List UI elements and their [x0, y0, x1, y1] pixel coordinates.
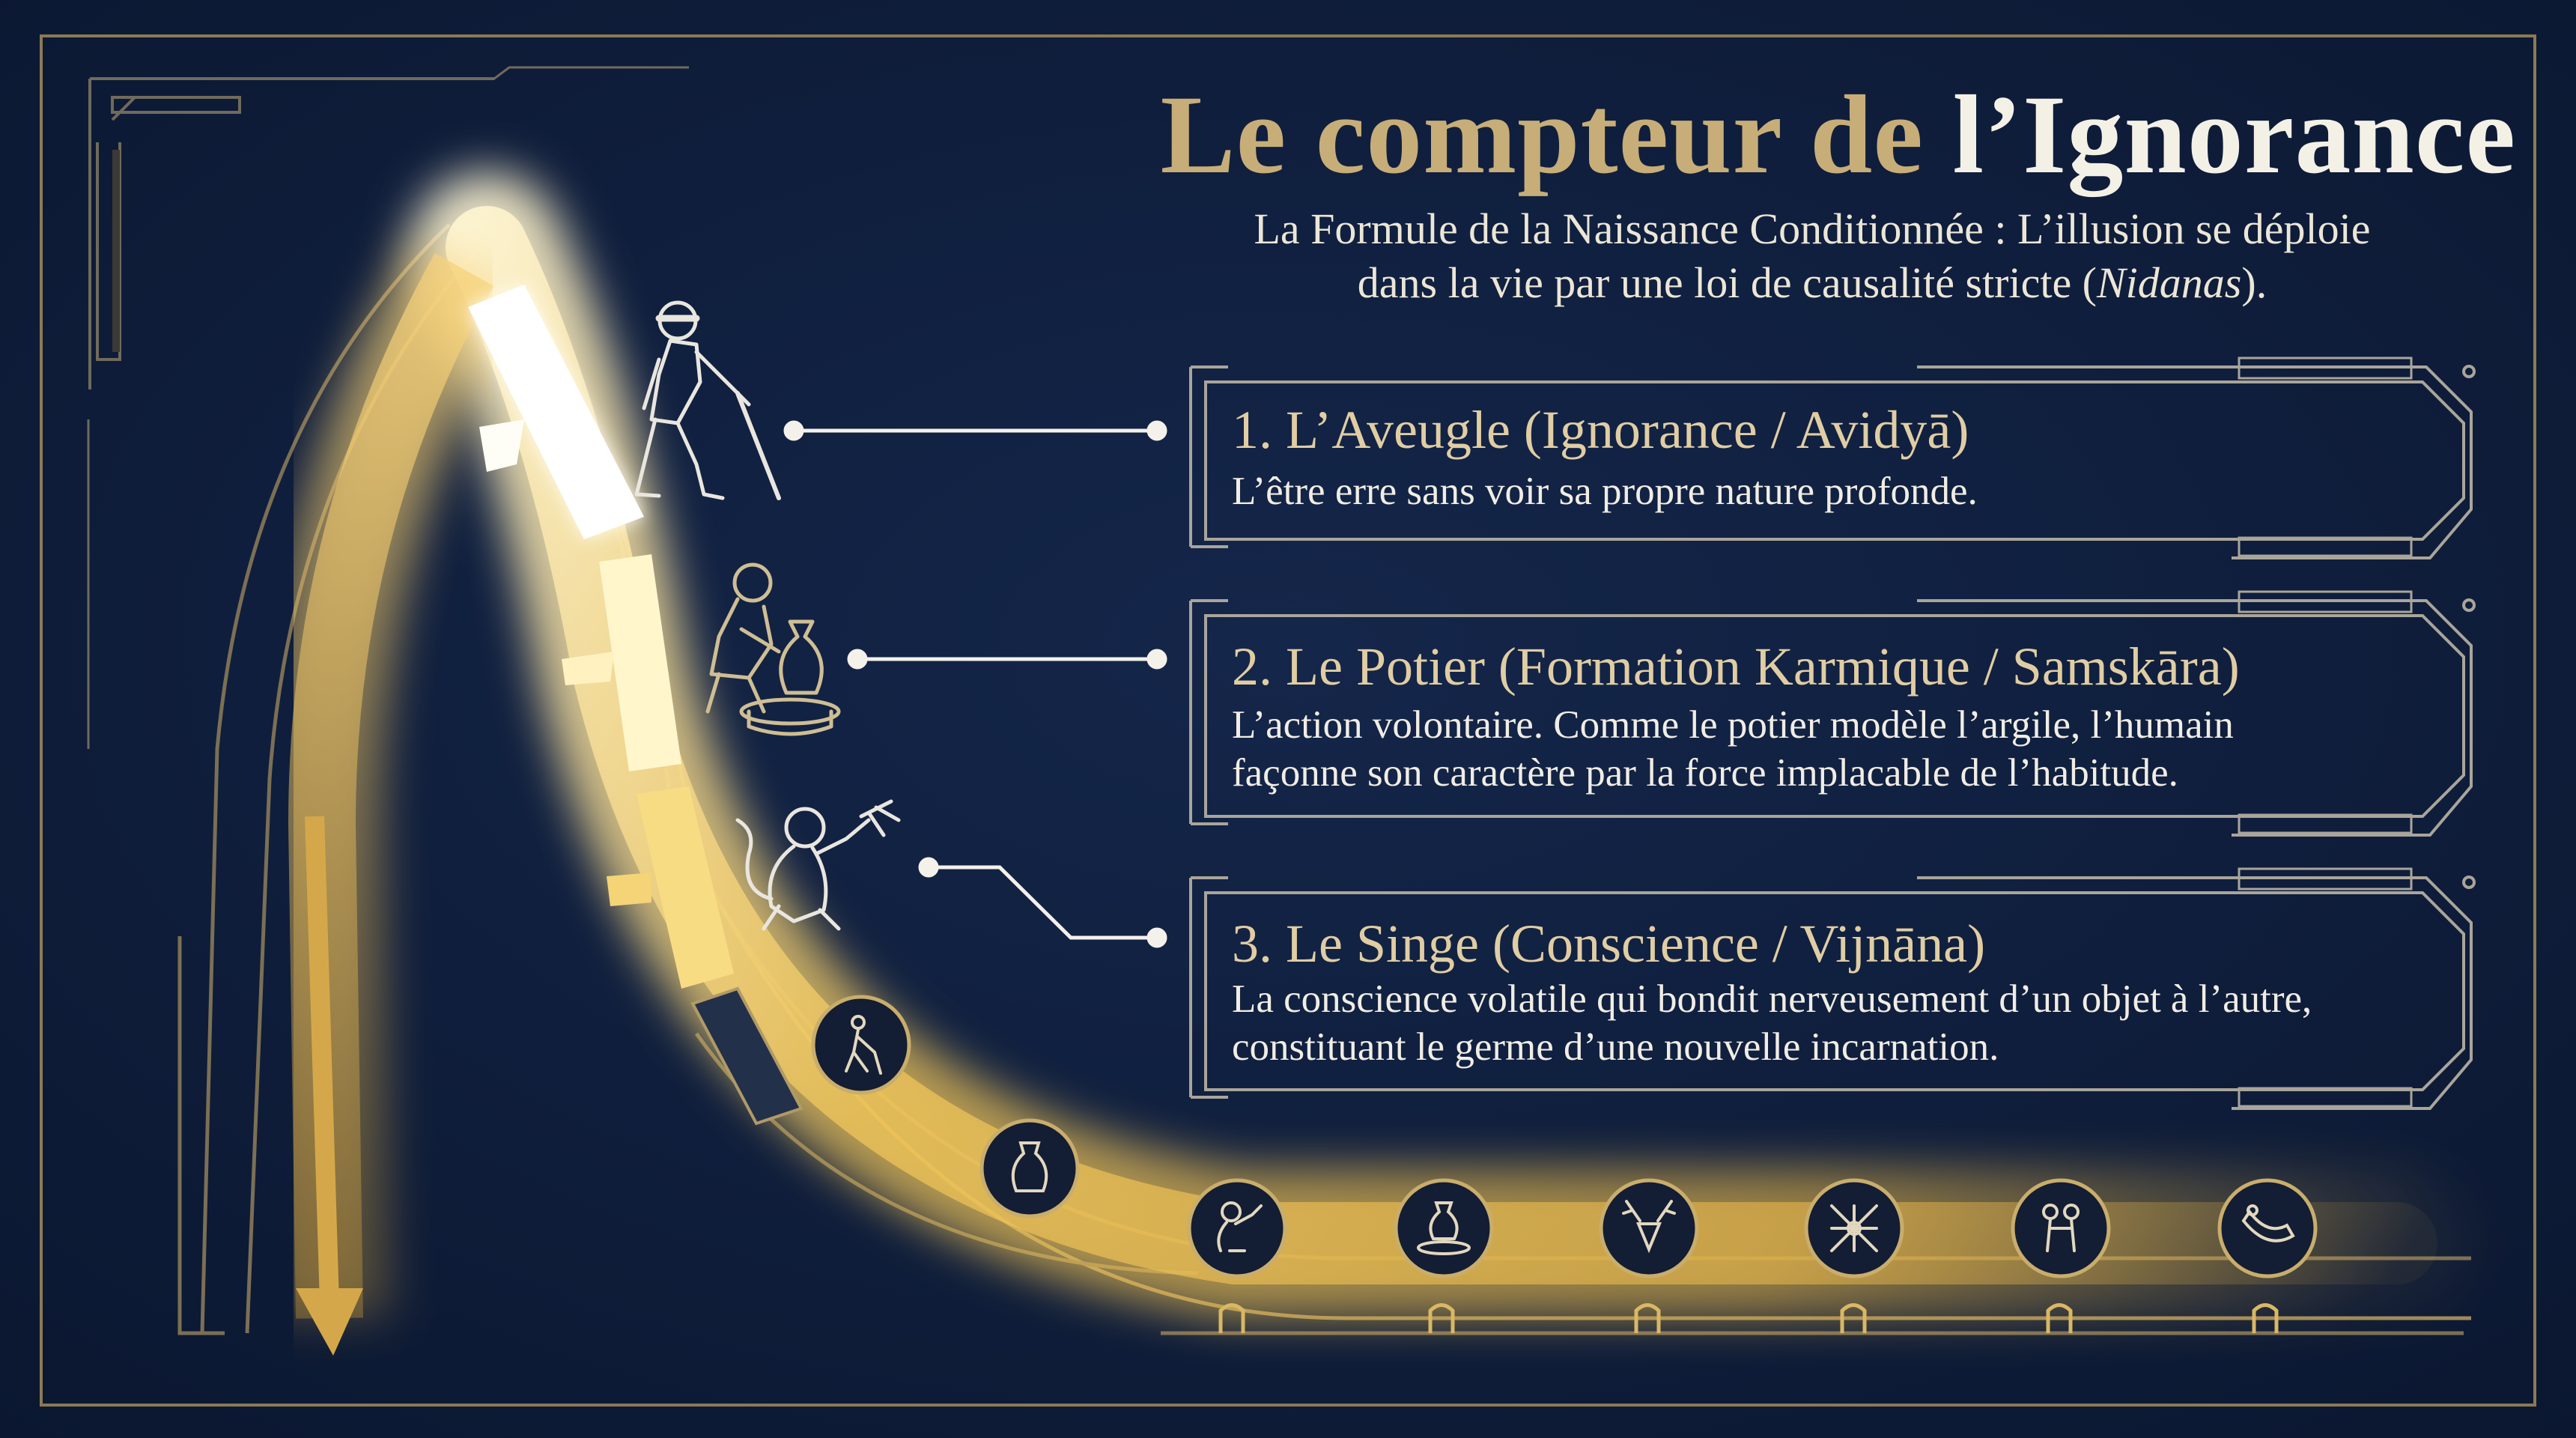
- medallion-5: [1599, 1178, 1699, 1278]
- drinking-horn-icon: [2241, 1204, 2295, 1243]
- card-1-description: L’être erre sans voir sa propre nature p…: [1232, 470, 1978, 513]
- card-3-description: La conscience volatile qui bondit nerveu…: [1232, 975, 2460, 1071]
- card-frame-2: [1189, 590, 2476, 837]
- card-1-title: 1. L’Aveugle (Ignorance / Avidyā): [1232, 400, 1969, 460]
- medallion-2: [979, 1118, 1080, 1219]
- title-part-2: l’Ignorance: [1952, 73, 2516, 197]
- segment-4: [690, 986, 804, 1126]
- card-frame-3: [1189, 867, 2476, 1110]
- subtitle-line-2-suffix: ).: [2241, 258, 2267, 307]
- down-arrow-icon: [296, 816, 363, 1356]
- stag-head-icon: [1622, 1200, 1676, 1254]
- subtitle-line-2-prefix: dans la vie par une loi de causalité str…: [1357, 258, 2097, 307]
- track-bumps: [1218, 1303, 2279, 1333]
- card-2-title: 2. Le Potier (Formation Karmique / Samsk…: [1232, 637, 2240, 697]
- medallion-7: [2011, 1178, 2111, 1278]
- segment-2: [599, 554, 681, 771]
- crossed-arrows-icon: [1830, 1204, 1878, 1252]
- medallion-6: [1804, 1178, 1904, 1278]
- connector-3: [929, 865, 1157, 940]
- lovers-icon: [2042, 1204, 2080, 1252]
- vase-icon: [1011, 1141, 1048, 1192]
- active-segments: [468, 285, 734, 989]
- card-2-description-line-1: L’action volontaire. Comme le potier mod…: [1232, 703, 2234, 747]
- card-3-title: 3. Le Singe (Conscience / Vijnāna): [1232, 914, 1986, 974]
- medallion-4: [1394, 1178, 1494, 1278]
- segment-3: [637, 786, 734, 989]
- blind-man-icon: [634, 300, 781, 500]
- monkey-icon: [735, 799, 901, 931]
- medallion-1: [811, 995, 911, 1095]
- card-3-description-line-2: constituant le germe d’une nouvelle inca…: [1232, 1025, 1999, 1069]
- medallion-8: [2217, 1178, 2318, 1278]
- left-beam: [288, 253, 494, 1319]
- monkey-icon: [1217, 1201, 1263, 1252]
- title-part-1: Le compteur de: [1160, 73, 1953, 197]
- card-2-description-line-2: façonne son caractère par la force impla…: [1232, 751, 2178, 795]
- connector-lines: [783, 420, 1167, 948]
- subtitle: La Formule de la Naissance Conditionnée …: [1123, 202, 2501, 310]
- potter-icon: [705, 562, 841, 736]
- card-3-description-line-1: La conscience volatile qui bondit nerveu…: [1232, 977, 2312, 1021]
- segment-1: [468, 285, 644, 539]
- subtitle-line-1: La Formule de la Naissance Conditionnée …: [1254, 204, 2371, 253]
- card-2-description: L’action volontaire. Comme le potier mod…: [1232, 701, 2460, 797]
- outer-frame: [40, 34, 2536, 1407]
- page-title: Le compteur de l’Ignorance: [1108, 75, 2516, 195]
- card-frame-1: [1189, 357, 2476, 559]
- subtitle-term: Nidanas: [2097, 258, 2242, 307]
- potter-wheel-icon: [1417, 1201, 1471, 1255]
- corner-ornament: [87, 66, 689, 749]
- medallion-3: [1187, 1178, 1287, 1278]
- blind-man-icon: [845, 1015, 882, 1075]
